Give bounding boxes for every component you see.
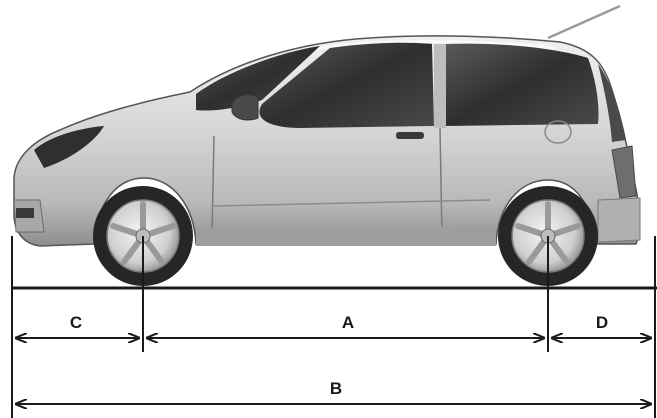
- rear-side-window: [446, 43, 599, 126]
- rear-bumper: [597, 197, 641, 243]
- fuel-cap: [544, 120, 572, 144]
- door-handle: [396, 132, 424, 139]
- car-side-view-icon: [13, 4, 641, 286]
- windshield: [196, 46, 320, 111]
- body-crease: [213, 199, 491, 207]
- rear-window: [598, 64, 626, 142]
- b-pillar: [434, 44, 446, 128]
- tail-light: [611, 145, 637, 199]
- door-line: [211, 127, 443, 237]
- headlight: [34, 126, 104, 168]
- side-sill: [196, 226, 496, 246]
- side-mirror: [231, 94, 259, 121]
- wheelbase-label: A: [342, 313, 354, 332]
- front-side-window: [259, 42, 434, 128]
- front-overhang-label: C: [70, 313, 82, 332]
- fog-light: [16, 208, 34, 218]
- overall-length-label: B: [330, 379, 342, 398]
- antenna: [547, 4, 621, 40]
- rear-overhang-label: D: [596, 313, 608, 332]
